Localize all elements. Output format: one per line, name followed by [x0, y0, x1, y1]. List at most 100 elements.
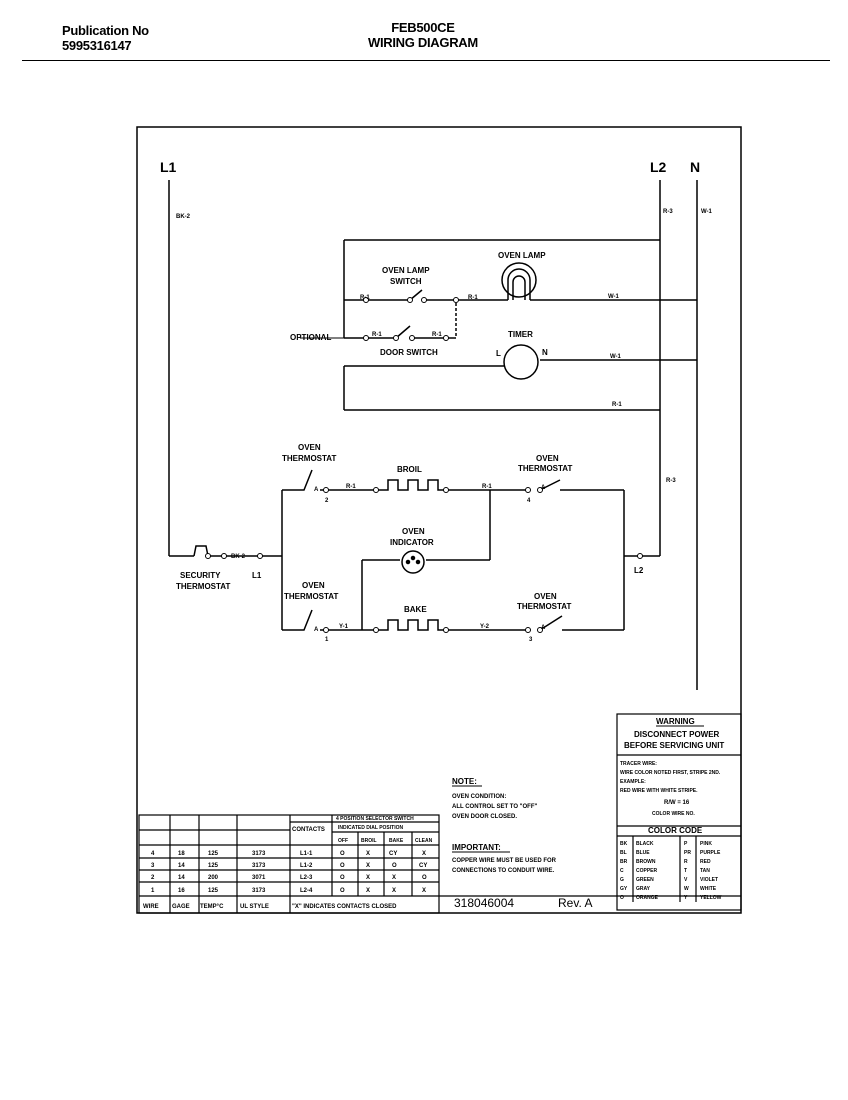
n-label: N	[690, 159, 700, 175]
l2-label: L2	[650, 159, 667, 175]
wire-label: Y-1	[339, 624, 349, 630]
ul-style: 3173	[252, 863, 266, 869]
contact-state: X	[422, 888, 426, 894]
oven-thermostat-label: OVEN	[536, 454, 559, 463]
color-name: RED	[700, 859, 711, 865]
oven-thermostat-label: THERMOSTAT	[517, 602, 571, 611]
terminal-number: 2	[325, 498, 329, 504]
color-name: GRAY	[636, 886, 651, 892]
revision: Rev. A	[558, 896, 592, 910]
oven-lamp-switch-label: SWITCH	[390, 277, 422, 286]
bake-element	[376, 619, 446, 631]
wire-label: Y-2	[480, 624, 490, 630]
door-switch-label: DOOR SWITCH	[380, 348, 438, 357]
contact-state: X	[366, 875, 370, 881]
wire-label: R-1	[468, 295, 478, 301]
important-text: COPPER WIRE MUST BE USED FOR	[452, 858, 557, 864]
diagram-frame	[136, 126, 742, 914]
terminal-letter: A	[314, 487, 319, 493]
tracer-text: WIRE COLOR NOTED FIRST, STRIPE 2ND.	[620, 770, 721, 776]
timer-l-label: L	[496, 349, 501, 358]
contact-id: L2-3	[300, 875, 313, 881]
contact-state: O	[340, 863, 345, 869]
tracer-title: TRACER WIRE:	[620, 761, 657, 767]
oven-lamp-icon	[501, 262, 537, 300]
header-rule	[22, 60, 830, 61]
oven-thermostat-label: THERMOSTAT	[282, 454, 336, 463]
contact-id: L1-1	[300, 851, 313, 857]
terminal-letter: A	[541, 625, 546, 631]
timer-n-label: N	[542, 348, 548, 357]
wire-label: R-1	[360, 295, 370, 301]
optional-label: OPTIONAL	[290, 333, 331, 342]
oven-thermostat-label: OVEN	[534, 592, 557, 601]
color-name: ORANGE	[636, 895, 659, 901]
color-name: VIOLET	[700, 877, 718, 883]
color-name: BLACK	[636, 841, 654, 847]
terminal-letter: A	[541, 485, 546, 491]
part-number: 318046004	[454, 896, 514, 910]
warning-box	[616, 713, 742, 911]
tracer-text: COLOR WIRE NO.	[652, 811, 695, 817]
color-abbr: O	[620, 895, 624, 901]
note-text: OVEN CONDITION:	[452, 794, 506, 800]
oven-lamp-label: OVEN LAMP	[498, 251, 546, 260]
note-title: NOTE:	[452, 777, 477, 786]
temperature: 200	[208, 875, 219, 881]
wire-label: W-1	[701, 209, 713, 215]
warning-line2: BEFORE SERVICING UNIT	[624, 741, 724, 750]
broil-label: BROIL	[397, 465, 422, 474]
color-name: BROWN	[636, 859, 656, 865]
oven-thermostat-label: THERMOSTAT	[284, 592, 338, 601]
contact-state: X	[366, 863, 370, 869]
contact-state: X	[392, 888, 396, 894]
contacts-table-grid	[138, 814, 741, 914]
wire-label: BK-2	[231, 554, 246, 560]
contact-id: L2-4	[300, 888, 313, 894]
contact-state: O	[422, 875, 427, 881]
model-number: FEB500CE	[391, 20, 455, 35]
tracer-text: RED WIRE WITH WHITE STRIPE.	[620, 788, 698, 794]
terminal-letter: A	[314, 627, 319, 633]
col-header-gage: GAGE	[172, 904, 190, 910]
contact-state: X	[366, 888, 370, 894]
publication-label: Publication No	[62, 23, 149, 38]
color-name: COPPER	[636, 868, 658, 874]
contact-state: O	[340, 888, 345, 894]
color-name: BLUE	[636, 850, 650, 856]
contact-state: O	[340, 875, 345, 881]
color-abbr: PR	[684, 850, 691, 856]
position-off: OFF	[338, 838, 348, 844]
oven-lamp-switch-label: OVEN LAMP	[382, 266, 430, 275]
wire-label: W-1	[608, 294, 620, 300]
security-thermostat-label: THERMOSTAT	[176, 582, 230, 591]
gage: 18	[178, 851, 185, 857]
wire-number: 1	[151, 888, 155, 894]
contact-id: L1-2	[300, 863, 313, 869]
publication-block: Publication No 5995316147	[62, 23, 149, 53]
color-abbr: R	[684, 859, 688, 865]
contact-state: X	[392, 875, 396, 881]
timer-icon	[503, 344, 539, 380]
oven-indicator-label: OVEN	[402, 527, 425, 536]
color-name: WHITE	[700, 886, 717, 892]
color-name: TAN	[700, 868, 710, 874]
gage: 16	[178, 888, 185, 894]
contacts-label: CONTACTS	[292, 827, 325, 833]
oven-indicator-label: INDICATOR	[390, 538, 434, 547]
gage: 14	[178, 863, 185, 869]
terminal-number: 4	[527, 498, 531, 504]
security-thermostat-label: SECURITY	[180, 571, 221, 580]
wire-label: R-3	[663, 209, 673, 215]
publication-number: 5995316147	[62, 38, 132, 53]
wire-label: R-1	[612, 402, 622, 408]
important-title: IMPORTANT:	[452, 843, 501, 852]
contacts-header: 4 POSITION SELECTOR SWITCH	[336, 816, 414, 822]
timer-label: TIMER	[508, 330, 533, 339]
tracer-text: EXAMPLE:	[620, 779, 646, 785]
wire-label: R-1	[372, 332, 382, 338]
color-abbr: BR	[620, 859, 628, 865]
wire-label: R-3	[666, 478, 676, 484]
